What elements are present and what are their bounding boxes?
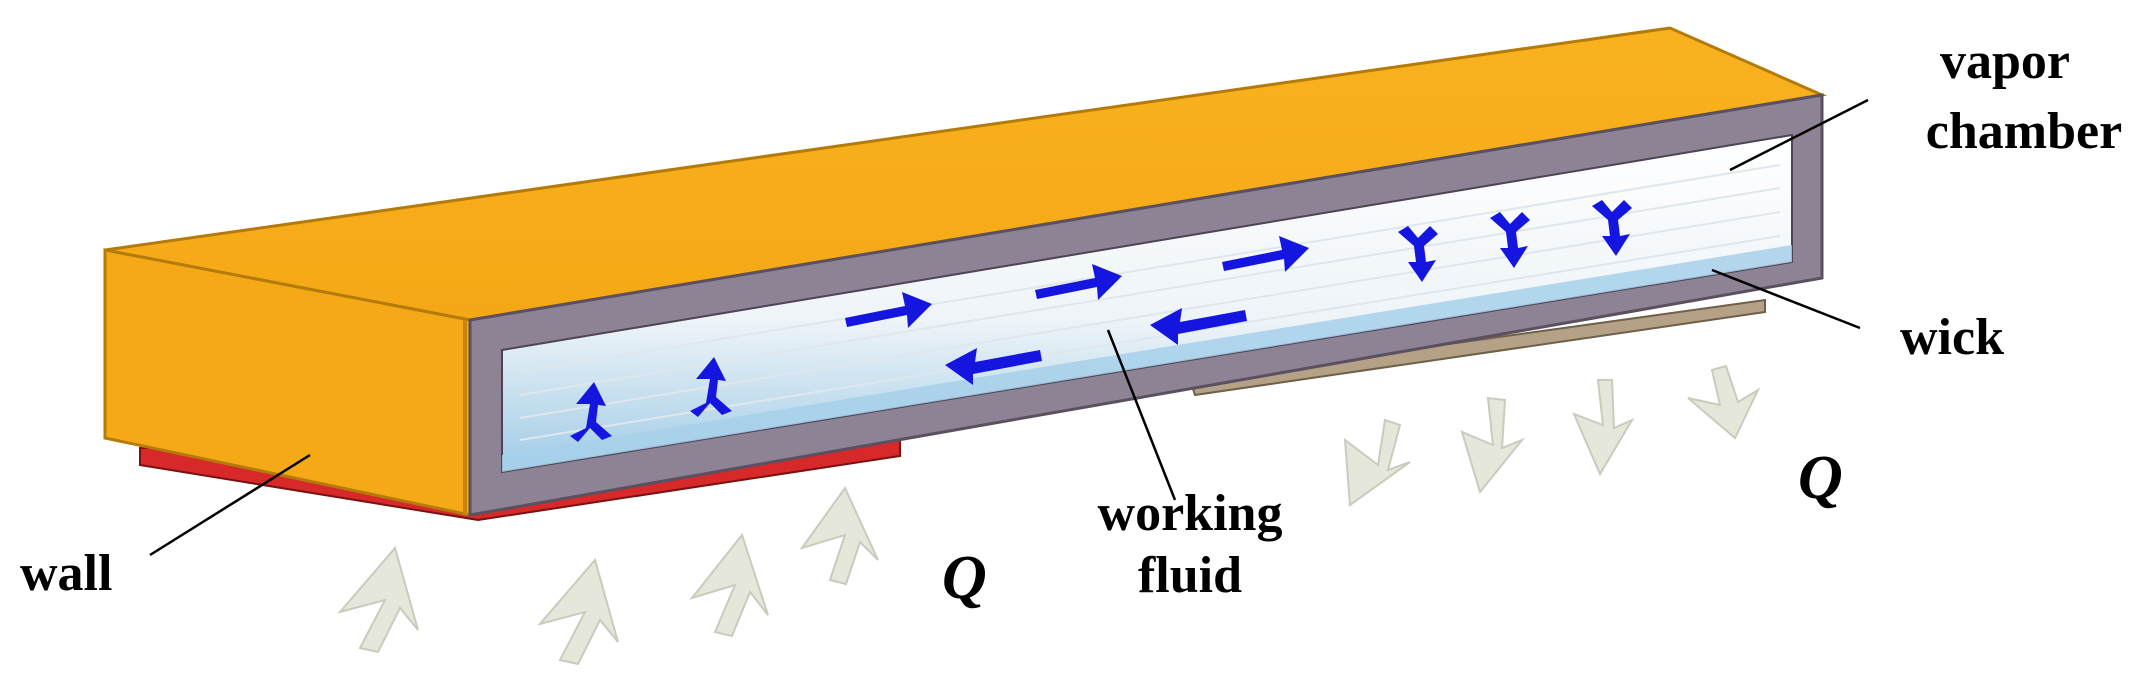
heat-sink-plate: [1188, 298, 1766, 397]
flow-right-arrow: [1222, 236, 1309, 272]
wick-liquid-band: [502, 245, 1792, 472]
heat-output-arrow: [1343, 418, 1411, 507]
wall-leader: [149, 453, 311, 557]
heat-input-arrow: [537, 557, 619, 666]
fluid-label: fluid: [1138, 547, 1242, 604]
working-label: working: [1098, 485, 1283, 542]
chamber-label: chamber: [1926, 103, 2122, 160]
heat-input-label: Q: [942, 544, 987, 612]
condensation-arrow: [1398, 226, 1438, 282]
flow-left-arrow: [1150, 308, 1247, 345]
flow-right-arrow: [845, 292, 932, 328]
evaporation-arrow: [570, 382, 612, 442]
flow-right-arrow: [1035, 264, 1122, 300]
flow-left-arrow: [945, 348, 1042, 385]
fluid-streaks: [519, 164, 1781, 441]
wick-leader: [1711, 268, 1861, 330]
wall-label: wall: [20, 545, 112, 602]
vapor-chamber-leader: [1729, 98, 1869, 172]
heat-input-arrow: [337, 545, 419, 654]
condensation-arrow: [1490, 212, 1530, 268]
heat-output-arrow: [1572, 379, 1635, 477]
condensation-arrow: [1592, 200, 1632, 256]
heat-output-arrow: [1460, 396, 1526, 495]
heat-output-label: Q: [1798, 444, 1843, 512]
working-fluid-leader: [1106, 329, 1177, 501]
evaporation-arrow: [690, 357, 732, 417]
heat-input-arrow: [689, 532, 769, 638]
vapor-label: vapor: [1940, 33, 2070, 90]
heat-output-arrow: [1687, 364, 1761, 440]
heat-input-arrow: [799, 486, 879, 586]
wick-label: wick: [1900, 309, 2004, 366]
